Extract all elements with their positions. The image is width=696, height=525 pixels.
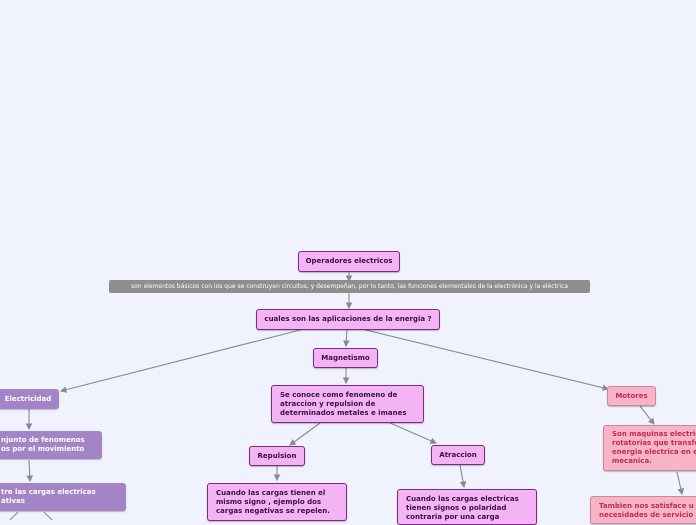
motores-child-node[interactable]: Tambien nos satisface u necesidades de s… <box>590 496 696 524</box>
atraccion-description-node[interactable]: Cuando las cargas electricas tienen sign… <box>397 489 537 525</box>
root-node[interactable]: Operadores electricos <box>298 251 400 272</box>
electricidad-description-node[interactable]: njunto de fenomenos os por el movimiento <box>0 431 102 459</box>
magnetismo-description-node[interactable]: Se conoce como fenomeno de atraccion y r… <box>271 385 424 423</box>
motores-child: Tambien nos satisface u necesidades de s… <box>599 502 696 519</box>
edge-question-magnetismo <box>343 328 350 348</box>
repulsion-label: Repulsion <box>257 451 297 460</box>
atraccion-node[interactable]: Atraccion <box>431 445 485 465</box>
electricidad-label: Electricidad <box>4 394 52 403</box>
magnetismo-label: Magnetismo <box>321 353 370 362</box>
repulsion-node[interactable]: Repulsion <box>249 446 305 466</box>
electricidad-description: njunto de fenomenos os por el movimiento <box>1 436 85 453</box>
motores-label: Motores <box>615 391 648 400</box>
edge-elec-desc-child <box>26 459 34 483</box>
root-description-label: son elementos básicos con los que se con… <box>109 280 590 293</box>
edge-desc-atraccion <box>389 422 438 444</box>
atraccion-description: Cuando las cargas electricas tienen sign… <box>406 495 519 521</box>
atraccion-label: Atraccion <box>439 450 477 459</box>
root-label: Operadores electricos <box>305 257 393 265</box>
magnetismo-description: Se conoce como fenomeno de atraccion y r… <box>280 390 407 417</box>
edge-question-electricidad <box>59 328 305 393</box>
question-label: cuales son las aplicaciones de la energi… <box>264 315 432 323</box>
repulsion-description-node[interactable]: Cuando las cargas tienen el mismo signo … <box>207 483 347 521</box>
repulsion-description: Cuando las cargas tienen el mismo signo … <box>216 488 330 515</box>
magnetismo-node[interactable]: Magnetismo <box>313 348 378 368</box>
edge-atraccion-desc <box>459 464 467 489</box>
motores-description-node[interactable]: Son maquinas electric rotatorias que tra… <box>603 425 696 471</box>
motores-description: Son maquinas electric rotatorias que tra… <box>612 430 696 465</box>
edge-desc-repulsion <box>289 422 321 446</box>
electricidad-node[interactable]: Electricidad <box>0 389 59 409</box>
motores-node[interactable]: Motores <box>607 386 656 406</box>
edge-motores-desc <box>639 405 655 425</box>
edge-elec-child-left <box>9 511 19 520</box>
question-node[interactable]: cuales son las aplicaciones de la energi… <box>256 309 440 330</box>
electricidad-child: tre las cargas electricas ativas <box>1 488 96 505</box>
electricidad-child-node[interactable]: tre las cargas electricas ativas <box>0 483 126 511</box>
edge-elec-child-right <box>43 511 53 520</box>
edge-motores-desc-child <box>676 471 684 496</box>
edge-question-motores <box>361 328 610 391</box>
